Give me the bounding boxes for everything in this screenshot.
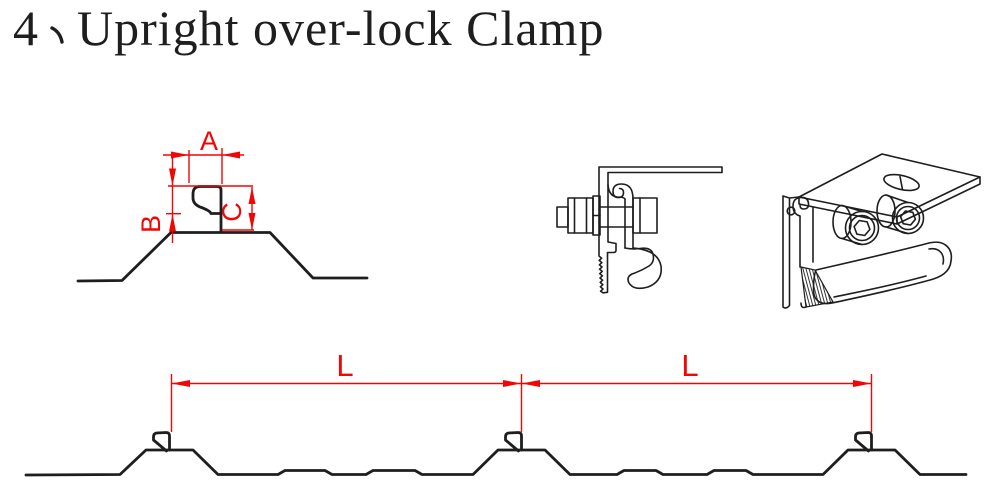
spacer-cylinder [632,197,658,234]
hex-socket-icon [853,219,871,237]
left-wall [782,195,800,309]
dim-label-L-1: L [336,348,353,383]
bolt-tip [556,206,569,228]
seam-profile-detail: A B C [76,126,369,283]
jaw-bar [812,241,953,305]
ideographic-comma-icon [50,26,64,44]
page-title: 4 Upright over-lock Clamp [13,0,604,60]
rib-outline [76,231,369,283]
clamp-side-view [556,166,723,294]
hex-nut [567,197,594,234]
seam-hook-2 [504,431,523,453]
jaw-hook [624,247,663,290]
clamp-isometric-view [782,153,981,309]
title-number: 4 [13,0,39,56]
bracket-plate-outline [598,166,723,294]
clamp-curl-iso [792,196,810,217]
mounting-slot [883,173,920,192]
hex-socket-icon [899,210,917,226]
bolt-assembly [556,195,658,236]
socket-bolt-left [832,204,880,246]
top-plate-thickness [798,176,981,225]
dim-label-B: B [136,215,166,233]
title-text: Upright over-lock Clamp [77,0,605,56]
panel-outline [24,448,968,477]
dim-label-A: A [200,126,218,156]
seam-hook-3 [854,431,873,453]
dim-A: A [163,126,244,184]
seam-hook-1 [152,431,171,453]
jaw-notch [607,184,626,200]
dim-L-2: L [521,348,873,432]
serrated-grip [800,266,834,308]
dim-label-C: C [217,202,247,222]
socket-bolt-right [876,194,925,235]
dim-label-L-2: L [681,348,698,383]
dim-L-1: L [170,348,523,432]
seam-lock-outline [191,185,223,234]
dim-C: C [217,187,256,231]
dim-B: B [136,158,181,243]
panel-profile: L L [24,348,968,477]
